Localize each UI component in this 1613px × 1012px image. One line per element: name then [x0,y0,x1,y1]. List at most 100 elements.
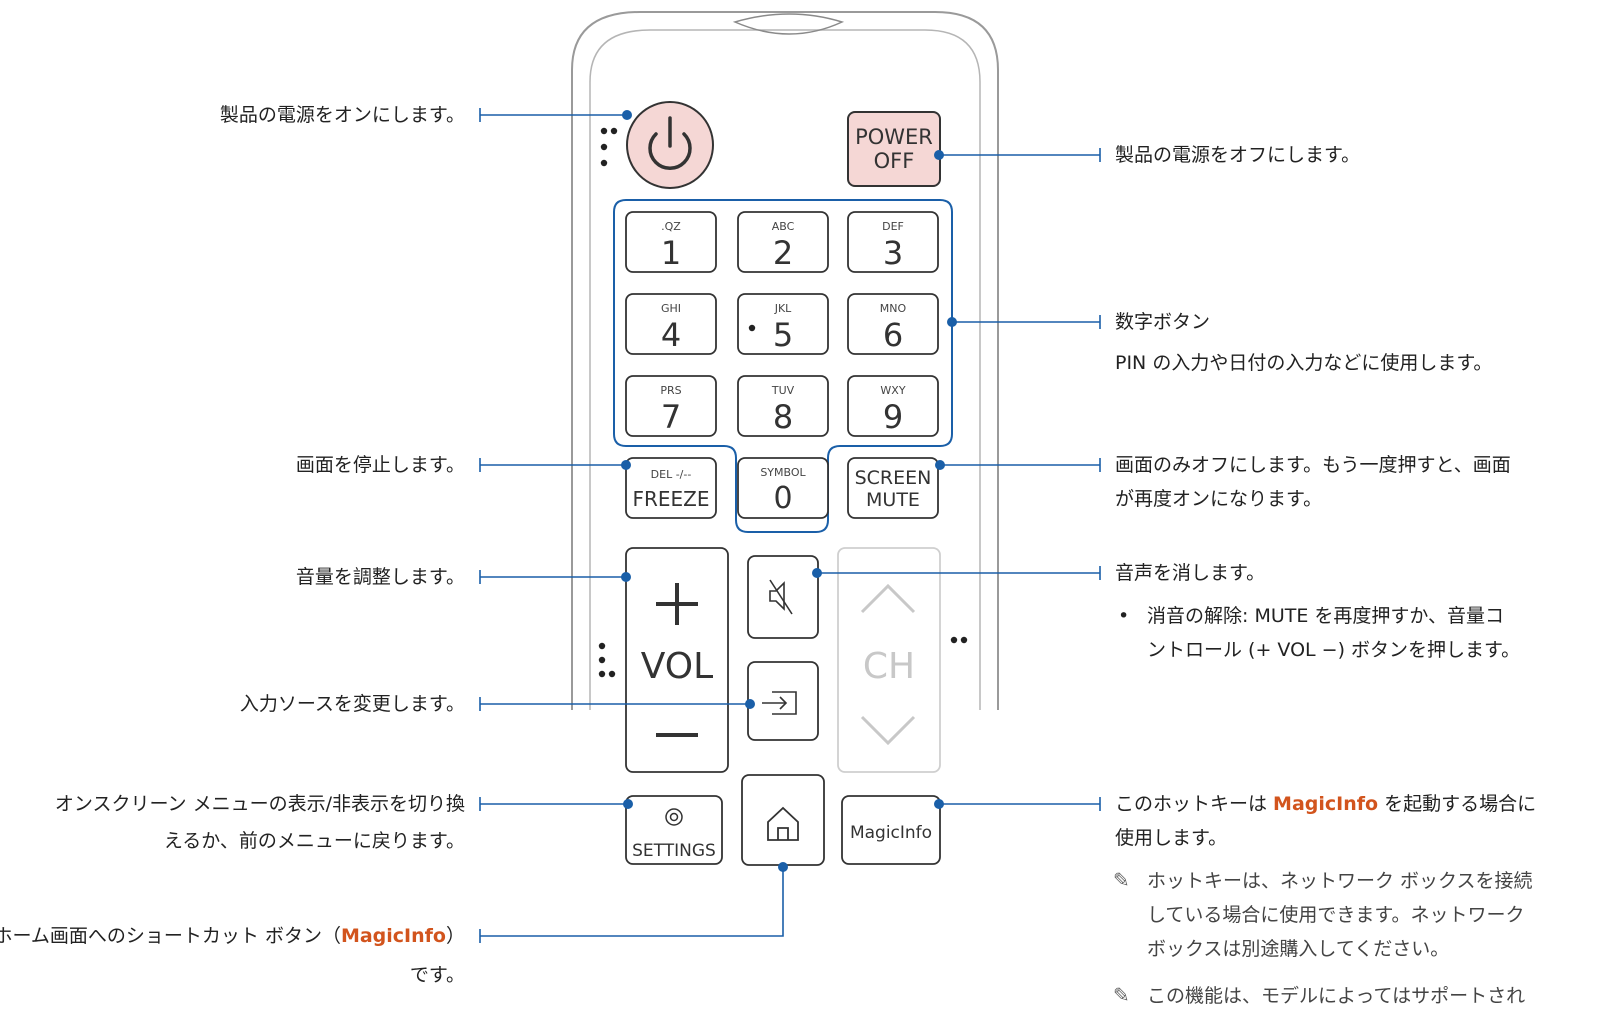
note1-line3: ボックスは別途購入してください。 [1147,938,1450,960]
mute-bullet-2: ントロール (+ VOL −) ボタンを押します。 [1147,639,1521,661]
power-on-label: 製品の電源をオンにします。 [219,104,465,126]
number-key-sub: TUV [771,384,795,397]
number-key-digit: 8 [773,398,793,436]
note1-line1: ホットキーは、ネットワーク ボックスを接続 [1147,870,1533,892]
home-icon [767,806,799,841]
home-label-close: ） [445,925,465,947]
number-key-digit: 4 [661,316,681,354]
settings-label-1: オンスクリーン メニューの表示/非表示を切り換 [54,793,465,815]
volume-rocker [625,547,729,773]
number-key-sub: DEF [882,220,904,233]
number-key-sub: .QZ [661,220,681,233]
hotkey-magicinfo: MagicInfo [1273,793,1379,815]
svg-text:DEL -/--: DEL -/-- [651,468,692,481]
bullet-dot: • [1118,605,1130,627]
channel-rocker [837,547,941,773]
freeze-label: 画面を停止します。 [295,454,465,476]
home-label-magicinfo: MagicInfo [340,925,446,947]
svg-text:SETTINGS: SETTINGS [632,841,716,861]
hotkey-text-a: このホットキーは [1115,793,1274,815]
plus-icon [656,583,698,625]
power-off-button [847,111,941,187]
braille-dot-5 [748,324,756,332]
svg-text:CH: CH [863,646,915,687]
svg-text:FREEZE: FREEZE [632,487,709,511]
number-key-sub: GHI [661,302,681,315]
number-key-sub: WXY [880,384,905,397]
home-label-text: ホーム画面へのショートカット ボタン（ [0,925,341,947]
numbers-desc: PIN の入力や日付の入力などに使用します。 [1115,352,1493,374]
home-label-1: ホーム画面へのショートカット ボタン（MagicInfo） [0,921,465,951]
mute-bullet-1: 消音の解除: MUTE を再度押すか、音量コ [1147,605,1505,627]
number-key-digit: 1 [661,234,681,272]
braille-dots-vol [598,642,616,678]
callout-dots [621,110,957,872]
hotkey-label-2: 使用します。 [1115,827,1228,849]
number-key-sub: JKL [774,302,792,315]
number-key-digit: 7 [661,398,681,436]
svg-text:MagicInfo: MagicInfo [850,823,932,843]
hotkey-label-1: このホットキーは MagicInfo を起動する場合に [1115,789,1536,819]
home-label-2: です。 [409,964,465,986]
number-key-digit: 9 [883,398,903,436]
svg-text:MUTE: MUTE [866,489,920,511]
screen-off-label-1: 画面のみオフにします。もう一度押すと、画面 [1115,454,1511,476]
magicinfo-button [841,795,941,865]
home-button [741,774,825,866]
remote-outline [571,11,999,710]
source-icon [762,691,797,715]
svg-text:SYMBOL: SYMBOL [760,466,806,479]
gear-icon [665,808,683,826]
power-off-label: 製品の電源をオフにします。 [1115,144,1361,166]
freeze-button [625,457,717,519]
svg-text:0: 0 [773,481,792,516]
note1-line2: している場合に使用できます。ネットワーク [1147,904,1525,926]
settings-label-2: えるか、前のメニューに戻ります。 [163,830,465,852]
number-key-6 [847,293,939,355]
number-key-3 [847,211,939,273]
braille-dots-ch [950,636,968,644]
number-key-sub: ABC [772,220,795,233]
note2-line1: この機能は、モデルによってはサポートされ [1147,985,1526,1007]
channel-up-icon [860,583,916,614]
power-icon [648,116,692,171]
svg-text:SCREEN: SCREEN [855,467,932,489]
ir-window [732,13,845,35]
number-key-digit: 6 [883,316,903,354]
keypad-group-outline [613,199,953,533]
number-key-1 [625,211,717,273]
pencil-icon: ✎ [1113,983,1130,1007]
svg-text:OFF: OFF [874,149,915,173]
number-key-8 [737,375,829,437]
source-label: 入力ソースを変更します。 [239,693,465,715]
hotkey-text-c: を起動する場合に [1378,793,1537,815]
number-key-2 [737,211,829,273]
volume-label: 音量を調整します。 [295,566,465,588]
mute-title: 音声を消します。 [1115,562,1266,584]
numbers-title: 数字ボタン [1115,311,1211,333]
number-key-sub: PRS [660,384,681,397]
number-key-sub: MNO [880,302,907,315]
screen-off-label-2: が再度オンになります。 [1115,488,1323,510]
svg-text:POWER: POWER [855,125,933,149]
number-key-digit: 2 [773,234,793,272]
braille-dots-power [600,127,618,167]
number-key-4 [625,293,717,355]
number-key-digit: 5 [773,316,793,354]
symbol-button [737,457,829,519]
mute-button [747,555,819,639]
settings-button [625,795,723,865]
number-key-digit: 3 [883,234,903,272]
screen-mute-button [847,457,939,519]
callout-lines [479,108,1101,943]
number-key-5 [737,293,829,355]
mute-icon [769,579,793,615]
pencil-icon: ✎ [1113,868,1130,892]
svg-text:VOL: VOL [641,646,713,687]
number-key-7 [625,375,717,437]
number-key-9 [847,375,939,437]
remote-inner-outline [589,29,981,710]
channel-down-icon [860,715,916,746]
